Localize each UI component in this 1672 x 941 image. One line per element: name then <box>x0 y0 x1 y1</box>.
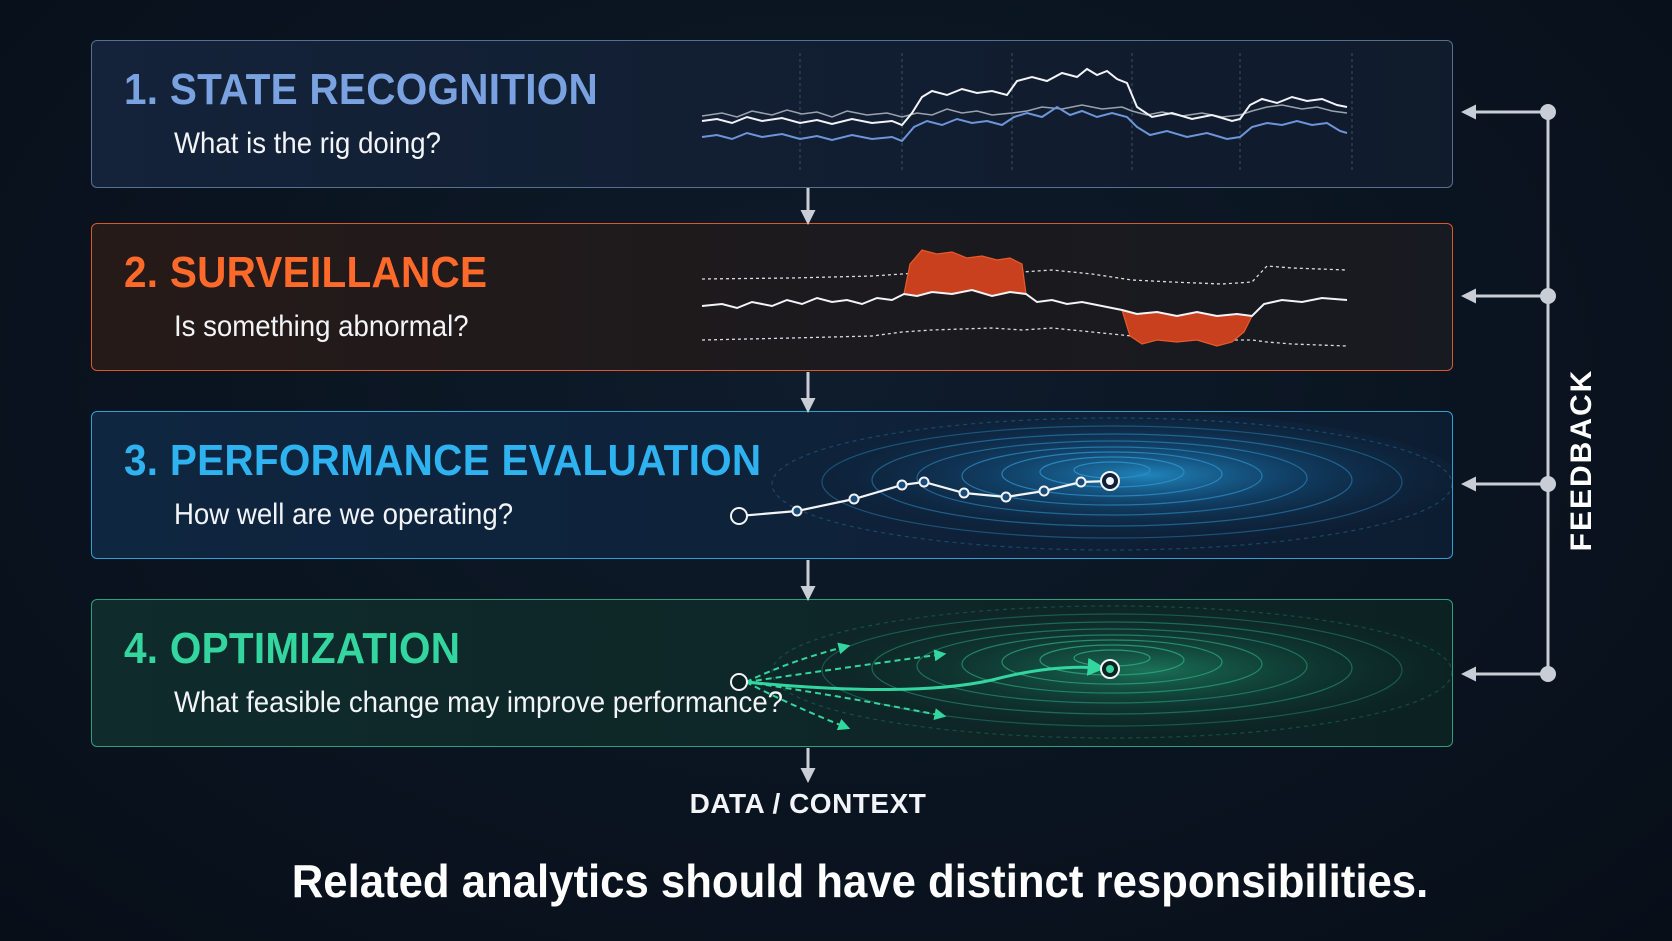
surveillance-panel: 2. SURVEILLANCE Is something abnormal? <box>91 223 1453 371</box>
feedback-label: FEEDBACK <box>1565 368 1598 552</box>
optimal-path-arrow <box>745 657 1106 691</box>
state-recognition-signal-plot <box>701 53 1353 173</box>
surveillance-signal <box>701 288 1348 318</box>
optimization-panel: 4. OPTIMIZATION What feasible change may… <box>91 599 1453 747</box>
start-point <box>730 673 748 691</box>
performance-evaluation-panel: 3. PERFORMANCE EVALUATION How well are w… <box>91 411 1453 559</box>
data-context-label: DATA / CONTEXT <box>689 788 927 819</box>
surveillance-title: 2. SURVEILLANCE <box>124 248 488 297</box>
surveillance-question: Is something abnormal? <box>174 310 469 343</box>
state-recognition-question: What is the rig doing? <box>174 127 441 160</box>
performance-contour-plot <box>730 412 1452 552</box>
state-recognition-panel: 1. STATE RECOGNITION What is the rig doi… <box>91 40 1453 188</box>
feedback-nodes <box>1540 104 1556 682</box>
target-icon <box>1100 471 1120 491</box>
performance-trajectory <box>738 479 1111 518</box>
footer-statement: Related analytics should have distinct r… <box>291 855 1429 907</box>
surveillance-signal-plot <box>701 249 1348 347</box>
performance-evaluation-question: How well are we operating? <box>174 498 514 531</box>
target-icon <box>1100 659 1120 679</box>
signal-trace-white <box>701 67 1348 127</box>
performance-evaluation-title: 3. PERFORMANCE EVALUATION <box>124 436 762 485</box>
signal-trace-grey <box>701 104 1348 118</box>
optimization-question: What feasible change may improve perform… <box>174 686 784 719</box>
signal-trace-blue <box>701 105 1348 143</box>
optimization-contour-plot <box>730 600 1452 740</box>
contour-rings <box>771 417 1452 551</box>
state-recognition-title: 1. STATE RECOGNITION <box>124 65 599 114</box>
lower-limit-band <box>701 327 1348 347</box>
optimization-title: 4. OPTIMIZATION <box>124 624 461 673</box>
trajectory-points <box>730 476 1087 525</box>
